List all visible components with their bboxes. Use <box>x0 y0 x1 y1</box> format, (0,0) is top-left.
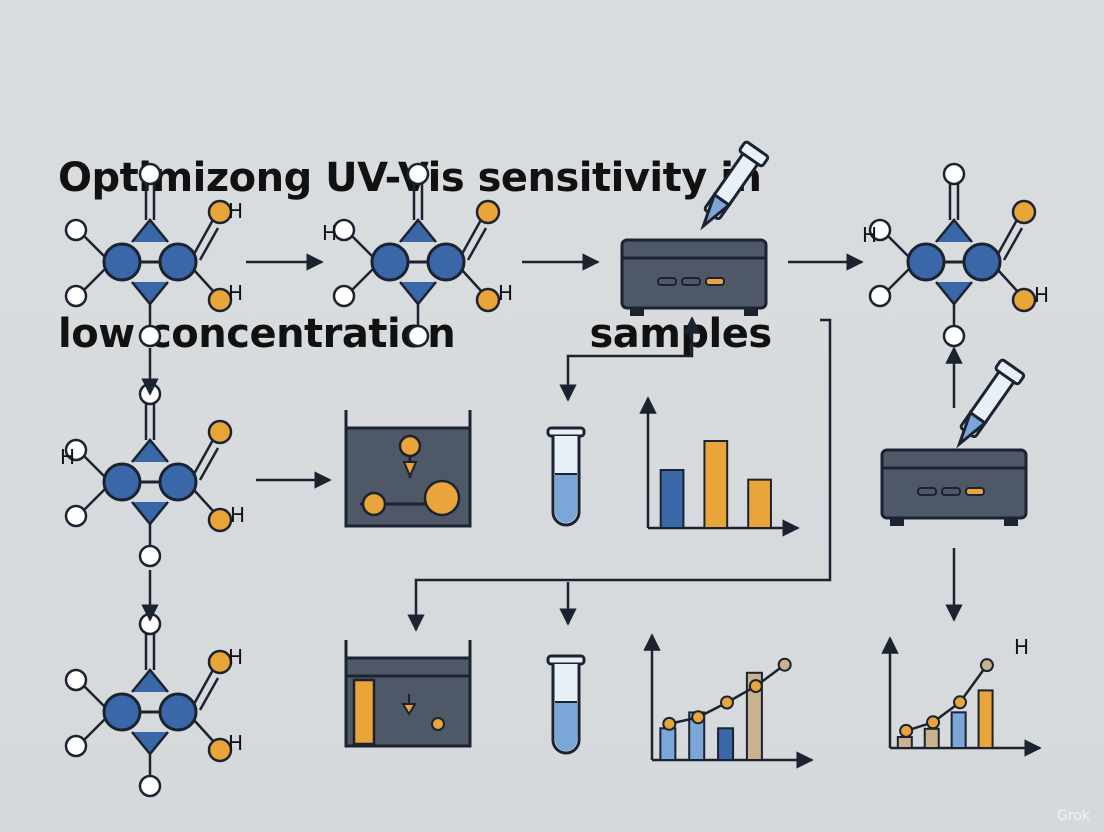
test-tube-1 <box>546 426 586 527</box>
chart-1-bar-1 <box>659 469 685 529</box>
molecule-3 <box>868 162 1037 348</box>
chart-3-point-1 <box>899 723 914 738</box>
bar-line-chart-2 <box>643 633 814 769</box>
molecule-1 <box>64 162 233 348</box>
cuvette-panel-1 <box>344 410 472 528</box>
molecule-2 <box>332 162 501 348</box>
chart-2-bar-3 <box>717 727 735 761</box>
arrow-tube-spectro-loop <box>559 316 701 402</box>
molecule-3-label-right: H <box>1034 283 1049 307</box>
chart-3-point-4 <box>979 658 994 673</box>
test-tube-2 <box>546 654 586 755</box>
arrow-return-to-cuvette-2 <box>407 318 832 632</box>
molecule-1-label-top: H <box>228 199 243 223</box>
chart-2-bar-1 <box>659 727 677 761</box>
molecule-4 <box>64 382 233 568</box>
bar-chart-1 <box>639 396 800 537</box>
chart-2-point-1 <box>662 716 677 731</box>
spectrophotometer-1 <box>620 238 768 318</box>
molecule-5 <box>64 612 233 798</box>
chart-3-point-3 <box>953 695 967 710</box>
molecule-4-label-left: H <box>60 445 75 469</box>
chart-3-bar-4 <box>977 689 994 750</box>
chart-1-bar-3 <box>747 478 772 529</box>
chart-3-bar-2 <box>923 727 940 749</box>
pipette-1 <box>694 139 771 233</box>
chart-3-point-2 <box>926 715 941 730</box>
chart-2-point-4 <box>748 679 763 694</box>
molecule-5-label-top: H <box>228 645 243 669</box>
chart-2-point-2 <box>691 710 706 725</box>
chart-3-bar-3 <box>950 711 967 749</box>
spectrophotometer-2 <box>880 448 1028 528</box>
chart-2-series-line <box>669 663 786 726</box>
chart-2-point-5 <box>777 657 792 672</box>
pipette-2 <box>950 357 1027 451</box>
molecule-3-label-left: H <box>862 223 877 247</box>
molecule-5-label-bottom: H <box>228 731 243 755</box>
bar-line-chart-3 <box>881 636 1042 757</box>
molecule-2-label-right: H <box>498 281 513 305</box>
chart-3-series-line <box>905 664 988 733</box>
watermark: Grok <box>1057 808 1090 824</box>
chart-2-point-3 <box>720 695 734 710</box>
molecule-2-label-left: H <box>322 221 337 245</box>
chart-1-bar-2 <box>703 440 729 529</box>
molecule-1-label-bottom: H <box>228 281 243 305</box>
chart-2-bar-4 <box>745 671 763 761</box>
cuvette-panel-2 <box>344 640 472 748</box>
chart-3-bar-1 <box>896 736 913 749</box>
molecule-4-label-right: H <box>230 503 245 527</box>
chart-3-label: H <box>1014 635 1029 659</box>
